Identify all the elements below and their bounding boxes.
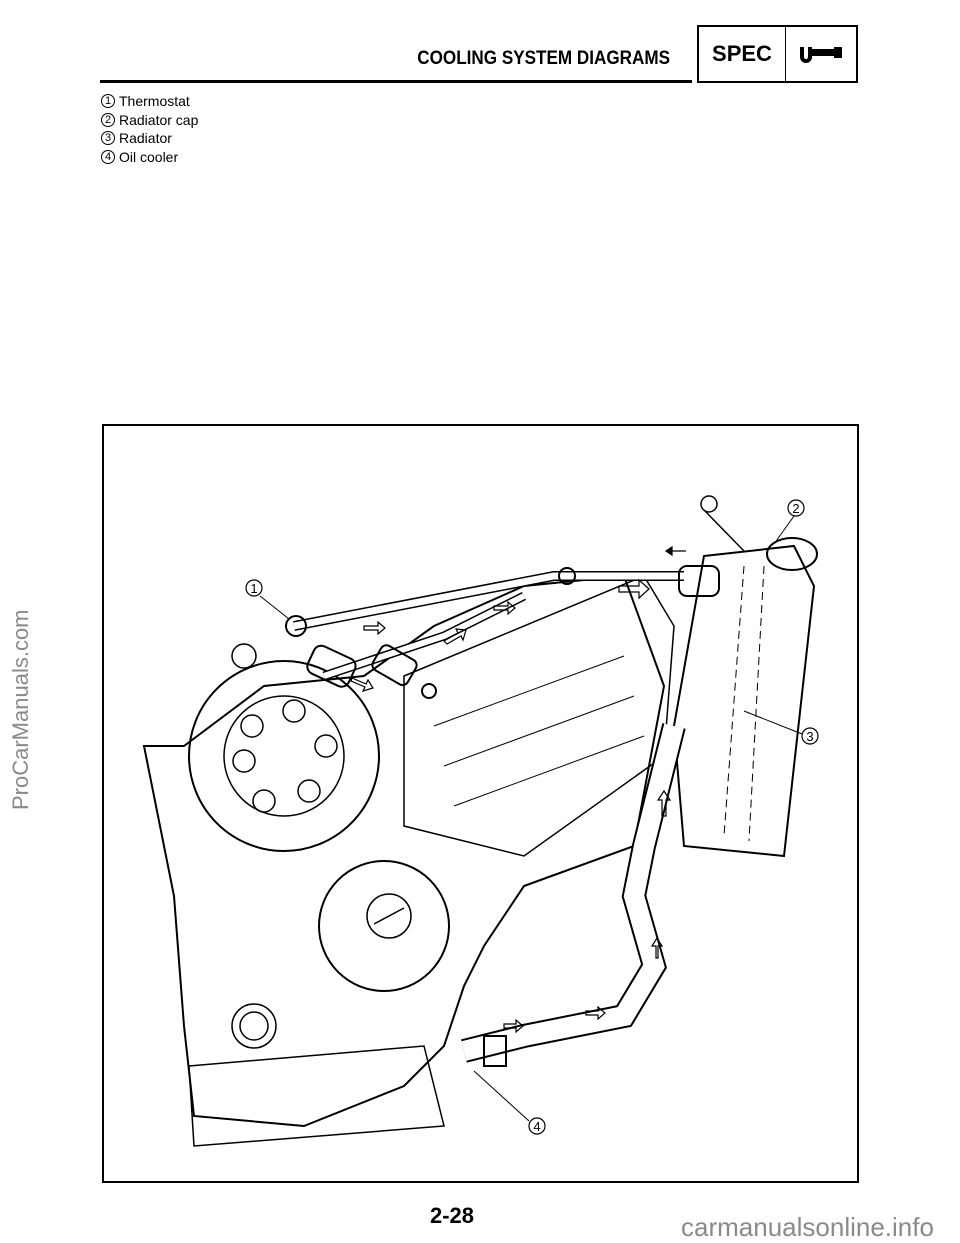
callout-number: 3 (101, 131, 115, 146)
callout-1: 1 (250, 581, 257, 596)
callout-number: 4 (101, 149, 115, 164)
spec-label: SPEC (699, 27, 786, 81)
callout-4: 4 (533, 1119, 540, 1134)
legend-item: 3 Radiator (101, 129, 198, 148)
callout-2: 2 (792, 501, 799, 516)
watermark-right: carmanualsonline.info (681, 1212, 934, 1242)
page-number: 2-28 (430, 1203, 475, 1228)
legend-label: Thermostat (119, 93, 190, 109)
header-rule (100, 80, 692, 83)
legend-item: 1 Thermostat (101, 92, 198, 111)
section-title: COOLING SYSTEM DIAGRAMS (417, 48, 670, 69)
cooling-system-diagram: 1 2 3 4 (102, 424, 859, 1183)
legend-label: Oil cooler (119, 148, 179, 165)
legend-label: Radiator (119, 130, 172, 146)
legend-item: 4 Oil cooler (101, 148, 198, 167)
callout-3: 3 (806, 729, 813, 744)
legend-label: Radiator cap (119, 111, 199, 128)
parts-legend: 1 Thermostat 2 Radiator cap 3 Radiator 4 Oil… (101, 92, 198, 166)
legend-item: 2 Radiator cap (101, 111, 198, 130)
engine-illustration: 1 2 3 4 (142, 495, 819, 1147)
spec-badge: SPEC (697, 25, 858, 83)
callout-number: 2 (101, 112, 115, 127)
callout-number: 1 (101, 94, 115, 109)
micrometer-icon (786, 27, 856, 81)
watermark-left: ProCarManuals.com (8, 609, 33, 810)
